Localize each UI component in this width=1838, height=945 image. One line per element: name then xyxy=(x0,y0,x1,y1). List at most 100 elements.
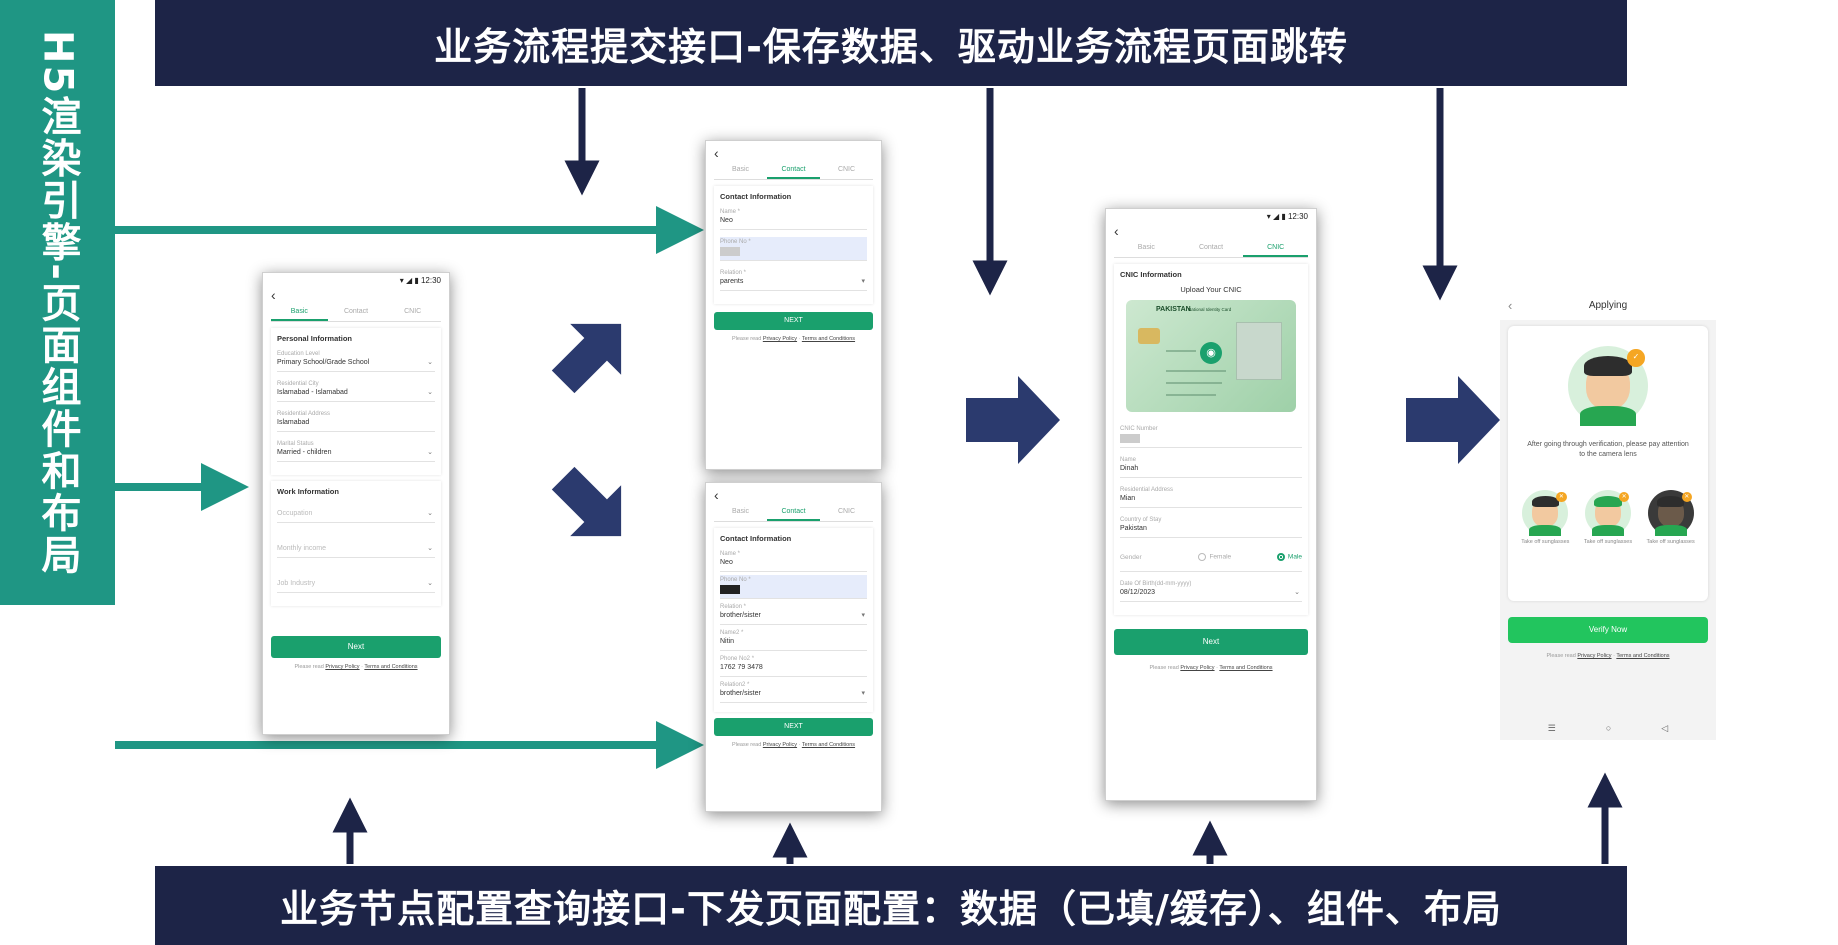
privacy-policy-link[interactable]: Privacy Policy xyxy=(762,336,798,342)
tab-cnic[interactable]: CNIC xyxy=(837,508,856,515)
terms-link[interactable]: Terms and Conditions xyxy=(1219,665,1273,671)
phone2-field[interactable]: Phone No2 * 1762 79 3478 xyxy=(720,654,867,677)
card-line xyxy=(1166,394,1216,396)
tab-contact[interactable]: Contact xyxy=(1198,244,1224,251)
back-icon[interactable]: ‹ xyxy=(714,487,719,503)
field-placeholder: Occupation xyxy=(277,510,313,517)
field-label: Phone No2 * xyxy=(720,656,755,662)
tab-contact[interactable]: Contact xyxy=(767,163,820,179)
gender-female-option[interactable]: Female xyxy=(1198,553,1276,561)
verify-now-button[interactable]: Verify Now xyxy=(1508,617,1708,643)
address-field[interactable]: Residential Address Islamabad xyxy=(277,409,435,432)
back-icon[interactable]: ‹ xyxy=(1114,223,1119,239)
screen-contact-1: ‹ Basic Contact CNIC Contact Information… xyxy=(705,140,882,470)
privacy-policy-link[interactable]: Privacy Policy xyxy=(1180,665,1215,671)
dob-field[interactable]: Date Of Birth(dd-mm-yyyy) 08/12/2023 ⌄ xyxy=(1120,579,1302,602)
back-icon[interactable]: ‹ xyxy=(271,287,276,303)
card-line xyxy=(1166,350,1196,352)
field-label: Relation2 * xyxy=(720,682,750,688)
top-banner: 业务流程提交接口-保存数据、驱动业务流程页面跳转 xyxy=(155,0,1627,86)
back-icon[interactable]: ‹ xyxy=(1508,298,1513,313)
privacy-policy-link[interactable]: Privacy Policy xyxy=(762,742,798,748)
privacy-policy-link[interactable]: Privacy Policy xyxy=(325,664,360,670)
radio-off-icon xyxy=(1198,553,1207,561)
relation-field[interactable]: Relation * parents ▾ xyxy=(720,268,867,291)
terms-link[interactable]: Terms and Conditions xyxy=(1616,653,1670,659)
screen-applying: ‹ Applying ✓ After going through verific… xyxy=(1500,292,1716,740)
tab-basic[interactable]: Basic xyxy=(1137,244,1155,251)
home-icon[interactable]: ○ xyxy=(1605,723,1612,733)
field-value: 08/12/2023 xyxy=(1120,589,1156,596)
tab-cnic[interactable]: CNIC xyxy=(837,166,856,173)
relation2-field[interactable]: Relation2 * brother/sister ▾ xyxy=(720,680,867,703)
phone-field[interactable]: Phone No * xyxy=(720,237,867,261)
industry-field[interactable]: Job Industry ⌄ xyxy=(277,576,435,593)
next-button[interactable]: Next xyxy=(271,636,441,658)
card-title: PAKISTAN xyxy=(1156,306,1191,313)
cnic-number-field[interactable]: CNIC Number xyxy=(1120,424,1302,448)
chevron-down-icon: ▾ xyxy=(861,612,865,619)
work-info-card: Work Information Occupation ⌄ Monthly in… xyxy=(271,481,441,606)
tab-bar: Basic Contact CNIC xyxy=(714,163,873,180)
camera-icon[interactable]: ◉ xyxy=(1200,342,1222,364)
tab-basic[interactable]: Basic xyxy=(271,305,328,321)
terms-link[interactable]: Terms and Conditions xyxy=(364,664,418,670)
back-nav-icon[interactable]: ◁ xyxy=(1661,723,1669,733)
masked-value xyxy=(1120,434,1140,443)
relation-field[interactable]: Relation * brother/sister ▾ xyxy=(720,602,867,625)
marital-field[interactable]: Marital Status Married - children ⌄ xyxy=(277,439,435,462)
tab-cnic[interactable]: CNIC xyxy=(1243,241,1309,257)
field-label: Name xyxy=(1120,457,1137,463)
field-value: Islamabad - Islamabad xyxy=(277,389,348,396)
chevron-down-icon: ⌄ xyxy=(1294,589,1300,596)
next-button[interactable]: Next xyxy=(1114,629,1308,655)
gender-male-option[interactable]: Male xyxy=(1276,553,1302,561)
menu-icon[interactable]: ☰ xyxy=(1547,723,1556,733)
privacy-policy-link[interactable]: Privacy Policy xyxy=(1577,653,1612,659)
tab-contact[interactable]: Contact xyxy=(343,308,369,315)
terms-link[interactable]: Terms and Conditions xyxy=(801,742,856,748)
chevron-down-icon: ⌄ xyxy=(427,449,433,456)
close-icon: ✕ xyxy=(1556,491,1567,502)
name-field[interactable]: Name Dinah xyxy=(1120,455,1302,478)
next-button[interactable]: NEXT xyxy=(714,312,873,330)
section-title: CNIC Information xyxy=(1120,270,1182,279)
tab-basic[interactable]: Basic xyxy=(731,508,750,515)
tab-bar: Basic Contact CNIC xyxy=(1114,241,1309,258)
field-label: Residential Address xyxy=(1120,487,1174,493)
name2-field[interactable]: Name2 * Nitin xyxy=(720,628,867,651)
tab-bar: Basic Contact CNIC xyxy=(714,505,873,522)
chevron-down-icon: ⌄ xyxy=(427,359,433,366)
field-placeholder: Job Industry xyxy=(277,580,316,587)
chevron-down-icon: ⌄ xyxy=(427,510,433,517)
tab-cnic[interactable]: CNIC xyxy=(404,308,422,315)
city-field[interactable]: Residential City Islamabad - Islamabad ⌄ xyxy=(277,379,435,402)
card-subtitle: National Identity Card xyxy=(1188,307,1232,312)
bottom-banner: 业务节点配置查询接口-下发页面配置：数据（已填/缓存）、组件、布局 xyxy=(155,866,1627,945)
avatar-tip-dark: ✕ xyxy=(1647,490,1694,536)
education-field[interactable]: Education Level Primary School/Grade Sch… xyxy=(277,349,435,372)
tab-contact[interactable]: Contact xyxy=(767,505,820,521)
tab-bar: Basic Contact CNIC xyxy=(271,305,441,322)
terms-link[interactable]: Terms and Conditions xyxy=(801,336,856,342)
occupation-field[interactable]: Occupation ⌄ xyxy=(277,506,435,523)
radio-on-icon xyxy=(1276,553,1285,561)
block-arrow-down-right xyxy=(551,466,622,537)
field-value: 1762 79 3478 xyxy=(720,664,763,671)
close-icon: ✕ xyxy=(1681,491,1692,502)
screen-basic: ▾ ◢ ▮ 12:30 ‹ Basic Contact CNIC Persona… xyxy=(262,272,450,735)
tip-item: ✕ Take off sunglasses xyxy=(1519,490,1571,546)
tab-basic[interactable]: Basic xyxy=(731,166,750,173)
cnic-card-upload[interactable]: PAKISTAN National Identity Card ◉ xyxy=(1126,300,1296,412)
name-field[interactable]: Name * Neo xyxy=(720,207,867,230)
next-button[interactable]: NEXT xyxy=(714,718,873,736)
income-field[interactable]: Monthly income ⌄ xyxy=(277,541,435,558)
phone-field[interactable]: Phone No * xyxy=(720,575,867,599)
tip-item: ✕ Take off sunglasses xyxy=(1582,490,1634,546)
country-field[interactable]: Country of Stay Pakistan xyxy=(1120,515,1302,538)
name-field[interactable]: Name * Neo xyxy=(720,549,867,572)
address-field[interactable]: Residential Address Mian xyxy=(1120,485,1302,508)
avatar-tip-glasses: ✕ xyxy=(1522,490,1569,536)
block-arrow-right-1 xyxy=(966,376,1060,464)
back-icon[interactable]: ‹ xyxy=(714,145,719,161)
